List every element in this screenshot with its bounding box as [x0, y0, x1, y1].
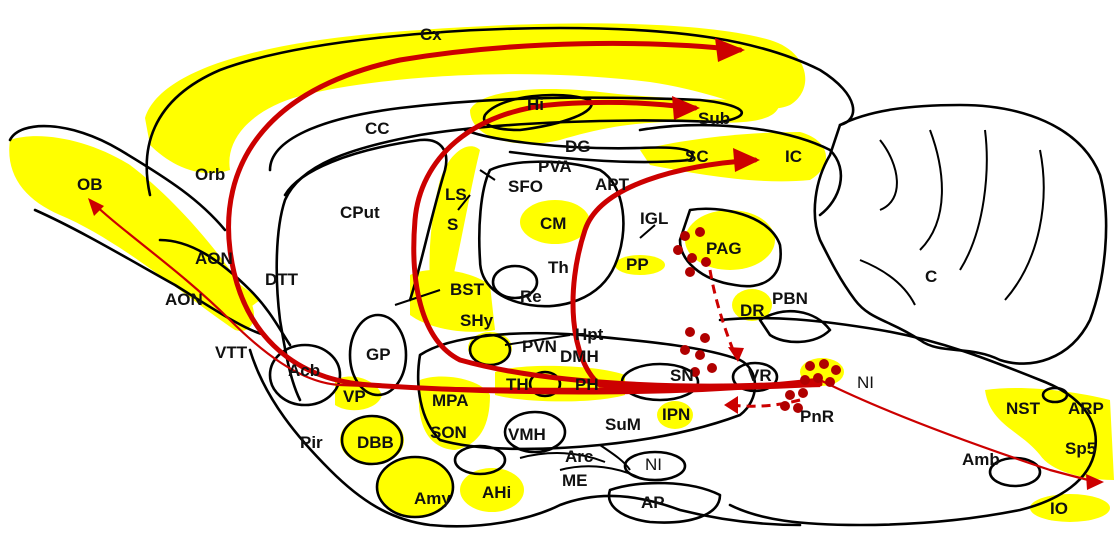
label-re: Re: [520, 287, 542, 306]
arrowhead-ipn: [724, 396, 738, 414]
label-ipn: IPN: [662, 405, 690, 424]
label-hpt: Hpt: [575, 325, 604, 344]
dr-dot: [685, 327, 695, 337]
pbn-outline: [760, 311, 830, 342]
label-apt: APT: [595, 175, 630, 194]
label-cm: CM: [540, 214, 566, 233]
label-arp: ARP: [1068, 399, 1104, 418]
dr-dot: [700, 333, 710, 343]
nl-dot: [800, 375, 810, 385]
label-vp: VP: [343, 387, 366, 406]
pag-dot: [695, 227, 705, 237]
pag-dot: [701, 257, 711, 267]
pag-dot: [680, 231, 690, 241]
label-sfo: SFO: [508, 177, 543, 196]
label-th: Th: [548, 258, 569, 277]
label-dmh: DMH: [560, 347, 599, 366]
pnr-dot: [785, 390, 795, 400]
label-son: SON: [430, 423, 467, 442]
label-cc: CC: [365, 119, 390, 138]
dr-dot: [707, 363, 717, 373]
label-pbn: PBN: [772, 289, 808, 308]
label-amy: Amy: [414, 489, 451, 508]
nl-dot: [831, 365, 841, 375]
label-sc: SC: [685, 147, 709, 166]
label-pir: Pir: [300, 433, 323, 452]
label-pp: PP: [626, 255, 649, 274]
label-shy: SHy: [460, 311, 494, 330]
label-orb: Orb: [195, 165, 225, 184]
label-aon-1: AON: [195, 249, 233, 268]
label-c: C: [925, 267, 937, 286]
io-highlight: [1030, 494, 1110, 522]
label-bst: BST: [450, 280, 485, 299]
nl-dot: [819, 359, 829, 369]
label-amb: Amb: [962, 450, 1000, 469]
pnr-dot: [798, 388, 808, 398]
pag-dot: [673, 245, 683, 255]
label-pnr: PnR: [800, 407, 834, 426]
label-me: ME: [562, 471, 588, 490]
label-sum: SuM: [605, 415, 641, 434]
label-cput: CPut: [340, 203, 380, 222]
label-pvn: PVN: [522, 337, 557, 356]
label-io: IO: [1050, 499, 1068, 518]
label-igl: IGL: [640, 209, 668, 228]
label-ls: LS: [445, 185, 467, 204]
label-vr: VR: [748, 366, 772, 385]
label-ph: PH: [575, 375, 599, 394]
cerebellum-outline: [815, 105, 1106, 364]
label-vtt: VTT: [215, 343, 248, 362]
dr-dot: [680, 345, 690, 355]
label-th-upper: TH: [506, 375, 529, 394]
label-pva: PVA: [538, 157, 572, 176]
nl-dot: [805, 361, 815, 371]
label-ap: AP: [641, 493, 665, 512]
pag-dot: [687, 253, 697, 263]
label-hi: Hi: [527, 95, 544, 114]
label-nl-1: NI: [857, 373, 874, 392]
label-ob: OB: [77, 175, 103, 194]
label-ahi: AHi: [482, 483, 511, 502]
label-sub: Sub: [698, 109, 730, 128]
label-mpa: MPA: [432, 391, 469, 410]
nl-dot: [813, 373, 823, 383]
label-nl-2: NI: [645, 455, 662, 474]
label-arc: Arc: [565, 447, 593, 466]
label-dr: DR: [740, 301, 765, 320]
label-vmh: VMH: [508, 425, 546, 444]
label-sn: SN: [670, 366, 694, 385]
label-cx: Cx: [420, 25, 442, 44]
label-dtt: DTT: [265, 270, 299, 289]
label-gp: GP: [366, 345, 391, 364]
nl-dot: [825, 377, 835, 387]
label-dg: DG: [565, 137, 591, 156]
dr-dot: [695, 350, 705, 360]
pnr-dot: [780, 401, 790, 411]
label-pag: PAG: [706, 239, 742, 258]
label-dbb: DBB: [357, 433, 394, 452]
cerebellum-folia: [860, 130, 1044, 305]
label-s: S: [447, 215, 458, 234]
label-nst: NST: [1006, 399, 1041, 418]
label-acb: Acb: [288, 361, 320, 380]
label-sp5: Sp5: [1065, 439, 1096, 458]
pag-dot: [685, 267, 695, 277]
label-ic: IC: [785, 147, 802, 166]
label-aon-2: AON: [165, 290, 203, 309]
